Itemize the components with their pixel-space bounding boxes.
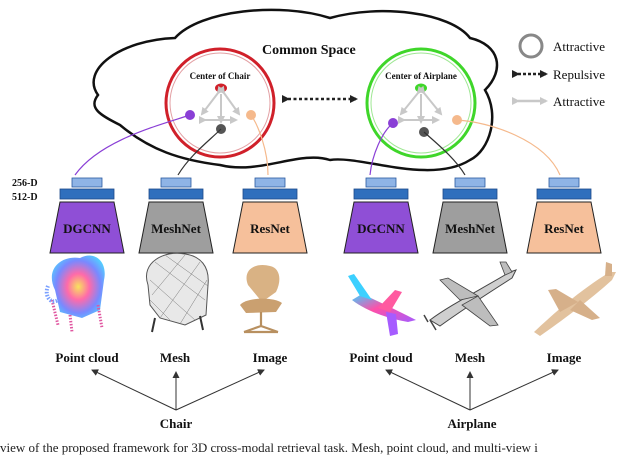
- common-space-region: [92, 8, 499, 172]
- modality-label-2: Image: [253, 350, 288, 365]
- encoder-body: [343, 201, 419, 254]
- link-airplane-mesh: [423, 131, 466, 176]
- airplane-center-label: Center of Airplane: [385, 71, 457, 81]
- feature-256-bar: [71, 177, 103, 188]
- arrow-chair-pointcloud: [91, 369, 177, 411]
- encoder-resnet-5: ResNet: [526, 177, 602, 254]
- link-chair-pointcloud: [74, 114, 191, 176]
- airplane-ring: [365, 47, 477, 159]
- link-airplane-image: [456, 119, 561, 176]
- encoder-meshnet-4: MeshNet: [432, 177, 508, 254]
- feature-512-bar: [442, 188, 498, 200]
- encoder-dgcnn-3: DGCNN: [343, 177, 419, 254]
- feature-512-bar: [536, 188, 592, 200]
- feature-256-bar: [454, 177, 486, 188]
- dim-256-label: 256-D: [12, 178, 38, 189]
- encoder-body: [138, 201, 214, 254]
- airplane-center-dot: [415, 83, 427, 93]
- chair-ring: [164, 47, 276, 159]
- arrow-airplane-image: [469, 369, 559, 411]
- arrow-airplane-pointcloud: [385, 369, 471, 411]
- modality-label-3: Point cloud: [349, 350, 413, 365]
- encoder-body: [432, 201, 508, 254]
- airplane-pointcloud-sample: [348, 274, 416, 336]
- chair-pointcloud-sample: [44, 255, 105, 333]
- encoder-label: MeshNet: [151, 221, 201, 236]
- airplane-cluster: Center of Airplane: [365, 47, 477, 159]
- encoder-body: [49, 201, 125, 254]
- category-airplane-label: Airplane: [447, 416, 496, 431]
- legend: Attractive Repulsive Attractive: [512, 33, 605, 109]
- encoder-meshnet-1: MeshNet: [138, 177, 214, 254]
- feature-512-bar: [148, 188, 204, 200]
- airplane-image-sample: [534, 262, 616, 336]
- encoder-dgcnn-0: DGCNN: [49, 177, 125, 254]
- legend-attractive-ring-label: Attractive: [553, 39, 605, 54]
- chair-center-dot: [215, 83, 227, 93]
- feature-512-bar: [59, 188, 115, 200]
- feature-256-bar: [548, 177, 580, 188]
- encoders: DGCNN MeshNet ResNet DGCNN MeshNet ResNet: [49, 177, 602, 254]
- encoder-label: DGCNN: [357, 221, 405, 236]
- dim-512-label: 512-D: [12, 192, 38, 203]
- modality-label-1: Mesh: [160, 350, 191, 365]
- figure-caption: view of the proposed framework for 3D cr…: [0, 440, 538, 455]
- encoder-label: ResNet: [544, 221, 584, 236]
- modality-label-4: Mesh: [455, 350, 486, 365]
- modality-label-0: Point cloud: [55, 350, 119, 365]
- feature-256-bar: [254, 177, 286, 188]
- encoder-label: ResNet: [250, 221, 290, 236]
- encoder-resnet-2: ResNet: [232, 177, 308, 254]
- chair-cluster: Center of Chair: [164, 47, 276, 159]
- modality-label-5: Image: [547, 350, 582, 365]
- encoder-body: [526, 201, 602, 254]
- airplane-mesh-sample: [423, 261, 517, 331]
- encoder-body: [232, 201, 308, 254]
- legend-attractive-arrow-label: Attractive: [553, 94, 605, 109]
- common-space-label: Common Space: [262, 43, 356, 58]
- arrow-chair-image: [175, 369, 265, 411]
- chair-image-sample: [240, 264, 282, 334]
- feature-512-bar: [353, 188, 409, 200]
- link-airplane-pointcloud: [369, 122, 394, 176]
- link-chair-mesh: [177, 128, 222, 176]
- feature-512-bar: [242, 188, 298, 200]
- link-chair-image: [250, 114, 269, 176]
- feature-256-bar: [160, 177, 192, 188]
- feature-256-bar: [365, 177, 397, 188]
- chair-center-label: Center of Chair: [190, 71, 251, 81]
- category-chair-label: Chair: [160, 416, 193, 431]
- chair-mesh-sample: [146, 252, 209, 333]
- legend-ring-icon: [518, 33, 544, 59]
- legend-repulsive-label: Repulsive: [553, 67, 605, 82]
- encoder-label: MeshNet: [445, 221, 495, 236]
- encoder-label: DGCNN: [63, 221, 111, 236]
